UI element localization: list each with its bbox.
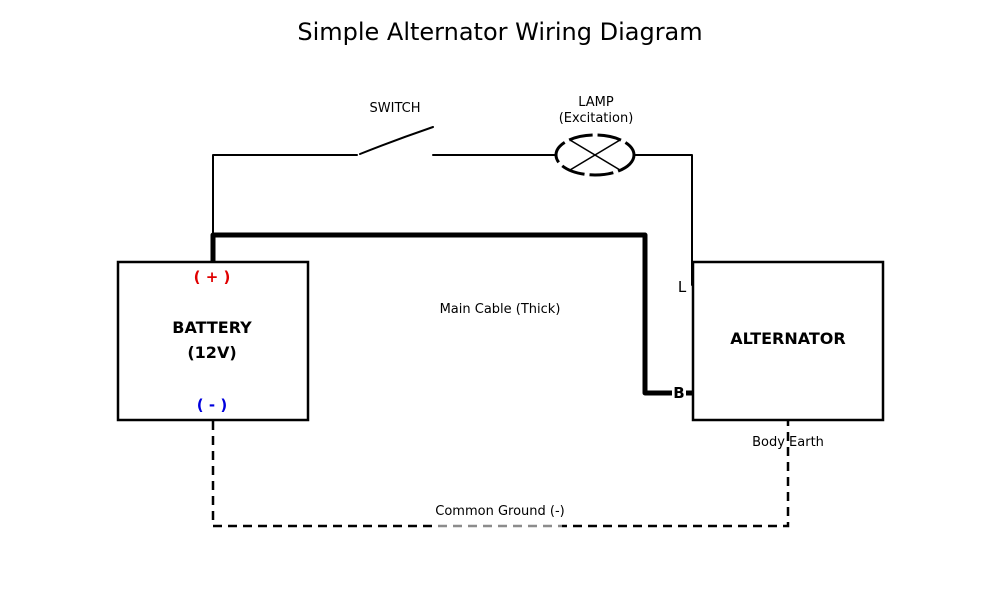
- battery-voltage: (12V): [187, 343, 236, 362]
- battery-positive-terminal: ( + ): [194, 268, 231, 286]
- switch-label: SWITCH: [370, 101, 421, 116]
- terminal-b-label: B: [673, 384, 684, 402]
- main-cable-label: Main Cable (Thick): [440, 302, 561, 317]
- main-cable: [210, 232, 672, 396]
- battery-negative-terminal: ( - ): [197, 396, 227, 414]
- terminal-l-label: L: [678, 278, 687, 296]
- common-ground-label: Common Ground (-): [435, 504, 564, 519]
- switch-lever: [359, 126, 434, 155]
- lamp-symbol: [554, 133, 636, 177]
- diagram-title: Simple Alternator Wiring Diagram: [297, 18, 702, 46]
- alternator-box: [691, 260, 885, 422]
- lamp-label: LAMP: [578, 95, 614, 110]
- battery-label: BATTERY: [172, 318, 252, 337]
- alternator-label: ALTERNATOR: [730, 329, 845, 348]
- excitation-wire-right: [634, 154, 693, 263]
- battery-box: [116, 260, 310, 422]
- excitation-wire-left: [212, 154, 358, 235]
- body-earth-label: Body Earth: [752, 435, 824, 450]
- lamp-sublabel: (Excitation): [559, 111, 634, 126]
